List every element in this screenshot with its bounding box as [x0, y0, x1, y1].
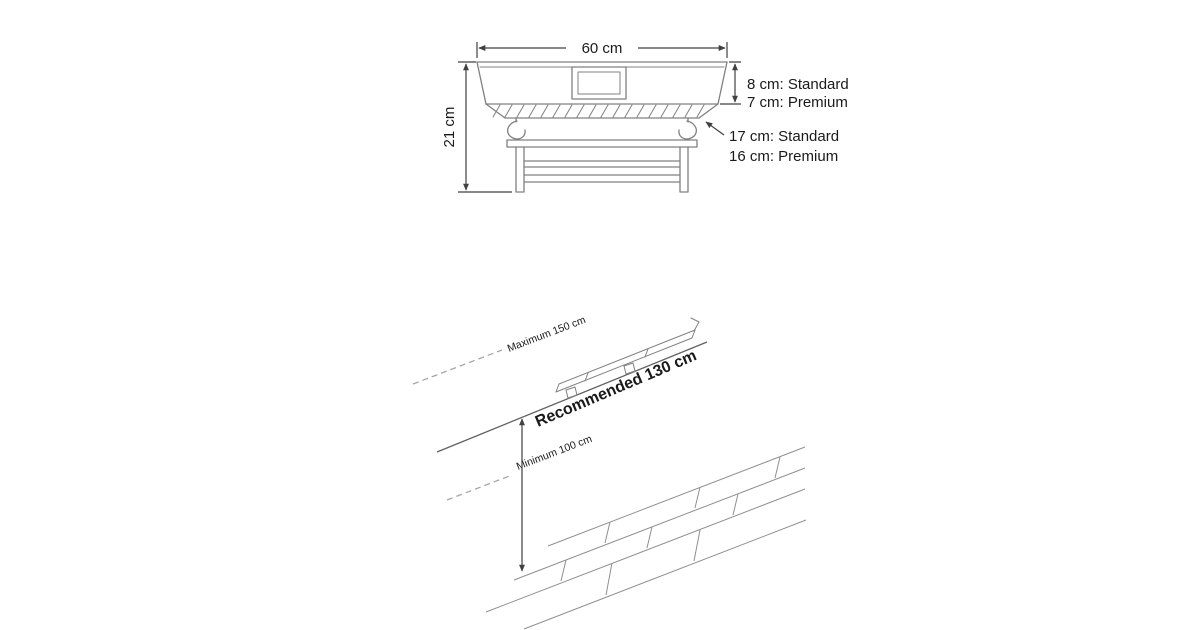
- maximum-height-guide: Maximum 150 cm: [412, 314, 588, 385]
- rail-mounting-tabs: [565, 362, 636, 399]
- device-grille-outline: [485, 103, 719, 119]
- depth-premium-label: 7 cm: Premium: [747, 94, 848, 111]
- maximum-height-label: Maximum 150 cm: [506, 314, 588, 355]
- rail-strip: [555, 329, 696, 393]
- device-side-edges: [476, 61, 728, 105]
- projection-premium-label: 16 cm: Premium: [729, 148, 838, 165]
- floor-line-3: [485, 488, 806, 613]
- height-dimension: 21 cm: [441, 61, 512, 193]
- rail-crossbar-upper: [523, 160, 681, 168]
- left-hook-bracket: [507, 120, 526, 140]
- depth-extension-lines: [720, 61, 741, 105]
- projection-leader-arrow: [705, 121, 725, 136]
- rail-right-post: [679, 146, 689, 193]
- right-hook-bracket: [678, 120, 697, 140]
- height-extension-lines: [458, 61, 512, 193]
- rail-top-plate: [506, 139, 698, 148]
- towel-rail-assembly: [506, 139, 698, 193]
- projection-standard-label: 17 cm: Standard: [729, 128, 839, 145]
- width-dimension-label: 60 cm: [582, 40, 623, 57]
- floor-line-1: [547, 446, 806, 547]
- minimum-height-label: Minimum 100 cm: [515, 433, 594, 473]
- rail-left-post: [515, 146, 525, 193]
- recommended-height-label: Recommended 130 cm: [533, 347, 699, 430]
- projection-dimension: 17 cm: Standard 16 cm: Premium: [705, 121, 839, 165]
- device-display-inner: [577, 71, 621, 95]
- rail-end-hook: [690, 317, 700, 332]
- installation-diagram: Maximum 150 cm Recommended 130 cm Minimu…: [412, 314, 807, 630]
- depth-dimension: 8 cm: Standard 7 cm: Premium: [720, 61, 849, 111]
- height-dimension-label: 21 cm: [441, 107, 458, 148]
- width-dimension: 60 cm: [476, 40, 728, 58]
- rail-ticks: [584, 348, 649, 382]
- maximum-dashed-line: [412, 349, 503, 385]
- dimension-diagram: 60 cm: [441, 40, 849, 193]
- device-front-view: [476, 61, 728, 193]
- minimum-height-guide: Minimum 100 cm: [446, 433, 594, 501]
- rail-crossbar-lower: [523, 174, 681, 183]
- floor-tile-joints: [560, 456, 781, 596]
- minimum-dashed-line: [446, 474, 513, 501]
- floor-line-2: [513, 467, 806, 581]
- depth-standard-label: 8 cm: Standard: [747, 76, 849, 93]
- mounted-rail-perspective: Recommended 130 cm: [436, 317, 708, 453]
- width-extension-lines: [476, 42, 728, 58]
- floor-line-4: [523, 519, 807, 630]
- device-grille-hatching: [492, 104, 705, 118]
- floor-tiles: [485, 446, 807, 630]
- device-display-outer: [571, 66, 627, 100]
